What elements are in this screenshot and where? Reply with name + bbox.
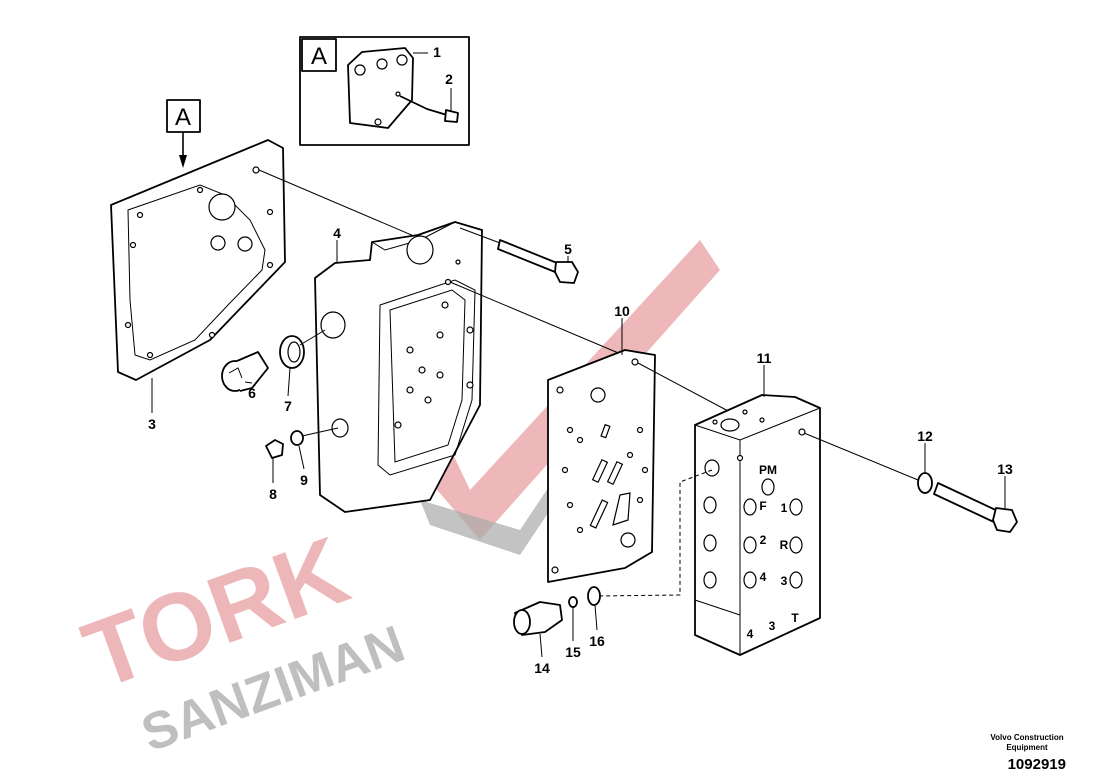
bolt-part-5 [459,227,579,284]
leader-line [258,169,436,246]
sensor-part-14 [513,601,563,636]
callout-15: 15 [565,644,581,660]
callout-labels: 1 2 3 4 5 6 7 8 9 10 11 12 13 14 15 16 [148,44,1013,676]
callout-8: 8 [269,486,277,502]
callout-7: 7 [284,398,292,414]
separator-plate-part-10 [547,349,656,583]
callout-16: 16 [589,633,605,649]
port-label-4: 4 [760,570,767,584]
leader-line [449,281,636,361]
valve-housing-part-4 [314,221,483,513]
callout-14: 14 [534,660,550,676]
o-ring-part-15 [568,596,578,608]
port-label-3-bottom: 3 [769,619,776,633]
screw-part-8 [265,439,284,459]
detail-view-a: A [299,36,470,146]
leader-line [299,329,326,346]
port-label-3: 3 [781,574,788,588]
gasket-part-3 [110,139,286,381]
footer-drawing-number: 1092919 [1007,756,1066,773]
callout-3: 3 [148,416,156,432]
callout-12: 12 [917,428,933,444]
callout-10: 10 [614,303,630,319]
washer-part-16 [587,586,601,606]
callout-5: 5 [564,241,572,257]
valve-block-part-11: PM F 1 2 R 4 3 4 3 T [694,394,821,656]
port-label-1: 1 [781,501,788,515]
callout-1: 1 [433,44,441,60]
callout-13: 13 [997,461,1013,477]
gasket-view-marker: A [166,99,201,168]
gasket-view-label: A [175,104,191,131]
callout-2: 2 [445,71,453,87]
leader-line [803,432,919,481]
plug-part-6 [221,351,269,392]
leader-line [637,362,731,413]
seal-ring-part-7 [279,335,305,369]
detail-label-a: A [311,43,327,70]
footer-organization: Volvo Construction Equipment [990,733,1064,752]
callout-9: 9 [300,472,308,488]
callout-6: 6 [248,385,256,401]
leader-line-dashed [597,469,713,597]
port-label-4-bottom: 4 [747,627,754,641]
callout-11: 11 [757,350,772,366]
callout-4: 4 [333,225,341,241]
port-label-t: T [791,611,799,625]
bolt-part-13 [933,482,1018,533]
port-label-r: R [780,538,789,552]
washer-part-9 [290,430,304,446]
washer-part-12 [917,472,933,494]
port-label-2: 2 [760,533,767,547]
port-label-pm: PM [759,463,777,477]
leader-line [301,427,339,437]
callout-leaders [151,240,1006,658]
port-label-f: F [759,499,766,513]
